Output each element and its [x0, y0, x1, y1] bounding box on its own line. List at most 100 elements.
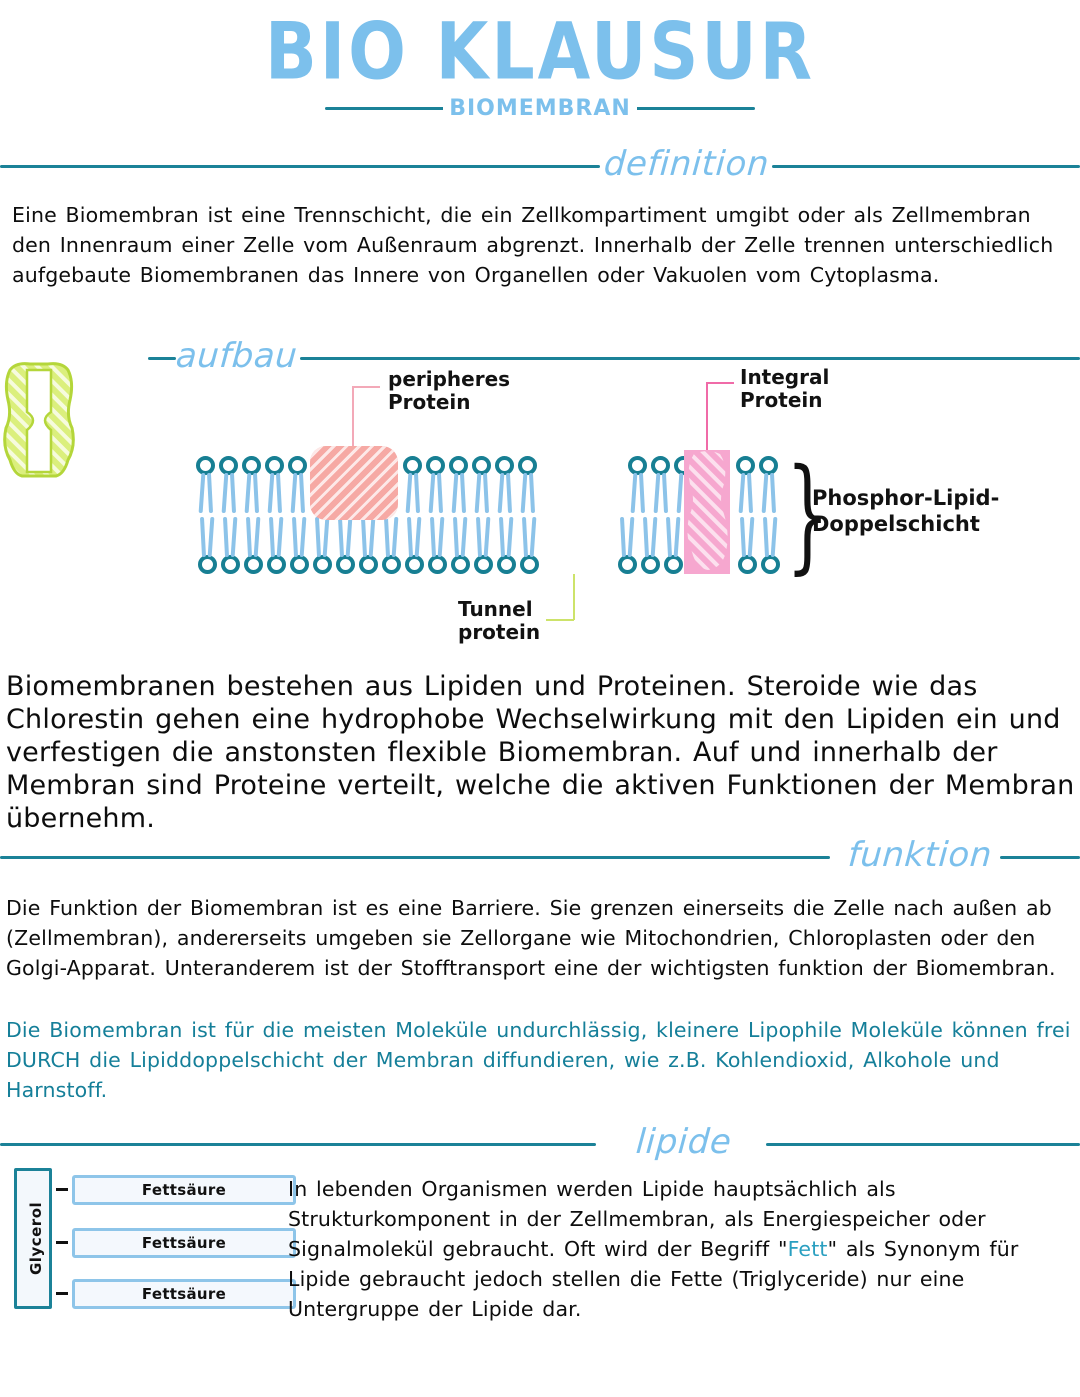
lipid-head — [359, 555, 378, 574]
lipid-head — [518, 456, 537, 475]
membrane-diagram: peripheres Protein Integral Protein — [0, 360, 1080, 660]
lipid-head — [267, 555, 286, 574]
phospholipid — [288, 515, 309, 574]
phospholipid — [311, 515, 332, 574]
lipid-head — [405, 555, 424, 574]
lipid-head — [472, 456, 491, 475]
bilayer-brace: } — [786, 443, 830, 587]
lipid-head — [736, 456, 755, 475]
lipid-head — [761, 555, 780, 574]
phospholipid — [219, 515, 240, 574]
lipid-tail — [436, 472, 444, 514]
lipid-tail — [452, 516, 460, 558]
label-integral-protein: Integral Protein — [740, 365, 830, 412]
lipid-tail — [528, 472, 536, 514]
lipid-head — [219, 456, 238, 475]
lipid-head — [497, 555, 516, 574]
peripheral-protein-leader-vertical — [352, 386, 354, 448]
definition-paragraph: Eine Biomembran ist eine Trennschicht, d… — [12, 203, 1054, 287]
lipid-tail — [653, 472, 661, 514]
lipid-row-outer — [196, 456, 780, 515]
lipid-tail — [368, 516, 376, 558]
lipid-head — [664, 555, 683, 574]
aufbau-paragraph: Biomembranen bestehen aus Lipiden und Pr… — [6, 671, 1075, 834]
phospholipid — [662, 515, 683, 574]
lipid-tail — [673, 516, 681, 558]
glycerol-label: Glycerol — [27, 1201, 45, 1276]
lipid-tail — [298, 472, 306, 514]
section-rule-left — [0, 856, 830, 859]
page-subtitle-text: BIOMEMBRAN — [443, 96, 637, 121]
lipid-tail — [746, 472, 754, 514]
lipid-tail — [630, 472, 638, 514]
lipid-tail — [474, 472, 482, 514]
phospholipid — [357, 515, 378, 574]
lipid-tail — [520, 472, 528, 514]
lipid-tail — [414, 516, 422, 558]
lipid-tail — [252, 472, 260, 514]
lipide-highlight-fett: Fett — [787, 1237, 828, 1261]
section-rule-right — [766, 1143, 1080, 1146]
section-header-definition: definition — [0, 144, 1080, 190]
lipid-tail — [460, 516, 468, 558]
label-tunnel-protein: Tunnel protein — [458, 597, 541, 644]
lipid-tail — [459, 472, 467, 514]
phospholipid — [736, 456, 757, 515]
lipid-tail — [762, 516, 770, 558]
lipid-head — [313, 555, 332, 574]
phospholipid — [288, 456, 309, 515]
phospholipid — [518, 456, 539, 515]
fettsaeure-box: Fettsäure — [72, 1279, 296, 1309]
lipid-head — [520, 555, 539, 574]
lipid-tail — [244, 472, 252, 514]
phospholipid — [472, 515, 493, 574]
lipid-tail — [221, 472, 229, 514]
lipid-head — [221, 555, 240, 574]
section-label-funktion: funktion — [846, 835, 994, 875]
section-rule-left — [148, 357, 176, 360]
phospholipid — [403, 515, 424, 574]
lipid-tail — [483, 516, 491, 558]
phospholipid — [426, 456, 447, 515]
lipid-tail — [650, 516, 658, 558]
phospholipid — [628, 456, 649, 515]
fettsaeure-box: Fettsäure — [72, 1228, 296, 1258]
lipid-head — [474, 555, 493, 574]
lipid-tail — [738, 472, 746, 514]
lipid-tail — [290, 472, 298, 514]
lipide-paragraph: In lebenden Organismen werden Lipide hau… — [288, 1174, 1080, 1324]
funktion-paragraph-teal: Die Biomembran ist für die meisten Molek… — [6, 1018, 1071, 1102]
phospholipid — [265, 456, 286, 515]
phospholipid — [495, 515, 516, 574]
lipid-head — [426, 456, 445, 475]
lipid-tail — [451, 472, 459, 514]
lipid-head — [628, 456, 647, 475]
integral-protein-shape — [684, 450, 730, 574]
phospholipid — [196, 456, 217, 515]
section-rule-left — [0, 1143, 596, 1146]
phospholipid — [449, 515, 470, 574]
lipid-tail — [322, 516, 330, 558]
section-rule-right — [772, 165, 1080, 168]
integral-protein-leader-vertical — [706, 382, 708, 450]
integral-protein-leader-horizontal — [706, 382, 734, 384]
tunnel-protein-shape — [0, 360, 78, 486]
funktion-paragraph: Die Funktion der Biomembran ist es eine … — [6, 896, 1056, 980]
page-title: BIO KLAUSUR — [265, 7, 815, 98]
lipid-tail — [245, 516, 253, 558]
lipid-tail — [345, 516, 353, 558]
phospholipid — [518, 515, 539, 574]
lipid-head — [651, 456, 670, 475]
section-rule-right — [300, 357, 1080, 360]
section-header-lipide: lipide — [0, 1122, 1080, 1168]
lipid-tail — [229, 472, 237, 514]
peripheral-protein-leader-horizontal — [352, 386, 380, 388]
lipid-tail — [413, 472, 421, 514]
lipid-tail — [337, 516, 345, 558]
lipid-tail — [276, 516, 284, 558]
lipid-tail — [475, 516, 483, 558]
lipid-tail — [482, 472, 490, 514]
phospholipid — [403, 456, 424, 515]
lipid-tail — [230, 516, 238, 558]
lipid-tail — [405, 472, 413, 514]
